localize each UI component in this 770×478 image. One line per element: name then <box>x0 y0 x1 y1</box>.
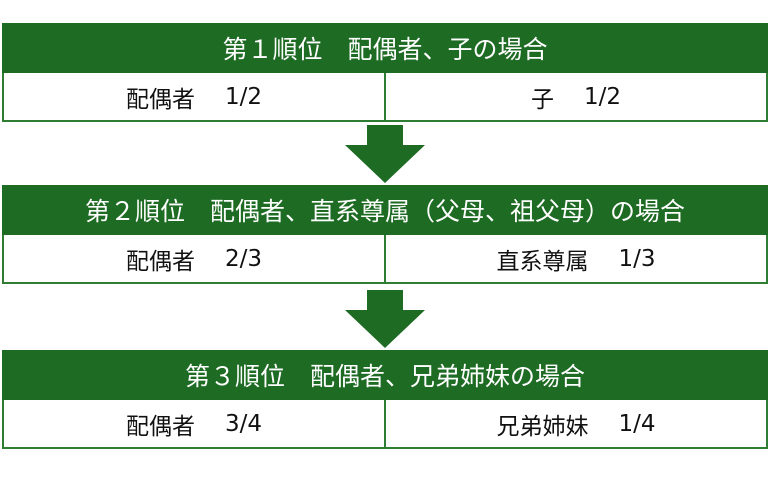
rank-3-shares-row: 配偶者 3/4 兄弟姉妹 1/4 <box>2 400 768 449</box>
rank-1-right-heir: 子 <box>530 86 554 113</box>
rank-2-right-share: 1/3 <box>618 245 656 272</box>
rank-1-right-cell: 子 1/2 <box>384 73 766 120</box>
rank-3-left-heir: 配偶者 <box>125 413 195 440</box>
rank-2-block: 第２順位 配偶者、直系尊属（父母、祖父母）の場合 配偶者 2/3 直系尊属 1/… <box>2 185 768 284</box>
rank-1-title: 第１順位 配偶者、子の場合 <box>2 23 768 73</box>
down-arrow-icon <box>345 125 425 183</box>
rank-1-left-cell: 配偶者 1/2 <box>4 73 384 120</box>
rank-1-shares-row: 配偶者 1/2 子 1/2 <box>2 73 768 122</box>
rank-3-block: 第３順位 配偶者、兄弟姉妹の場合 配偶者 3/4 兄弟姉妹 1/4 <box>2 350 768 449</box>
down-arrow-icon <box>345 290 425 348</box>
rank-1-block: 第１順位 配偶者、子の場合 配偶者 1/2 子 1/2 <box>2 23 768 122</box>
rank-3-title: 第３順位 配偶者、兄弟姉妹の場合 <box>2 350 768 400</box>
rank-2-left-heir: 配偶者 <box>125 248 195 275</box>
rank-1-left-heir: 配偶者 <box>125 86 195 113</box>
rank-2-left-share: 2/3 <box>224 245 262 272</box>
rank-3-left-cell: 配偶者 3/4 <box>4 400 384 447</box>
rank-2-title: 第２順位 配偶者、直系尊属（父母、祖父母）の場合 <box>2 185 768 235</box>
rank-1-right-share: 1/2 <box>583 83 621 110</box>
rank-3-left-share: 3/4 <box>224 410 262 437</box>
rank-2-right-heir: 直系尊属 <box>496 248 589 275</box>
rank-3-right-heir: 兄弟姉妹 <box>496 413 589 440</box>
rank-3-right-cell: 兄弟姉妹 1/4 <box>384 400 766 447</box>
rank-1-left-share: 1/2 <box>224 83 262 110</box>
rank-2-right-cell: 直系尊属 1/3 <box>384 235 766 282</box>
rank-2-shares-row: 配偶者 2/3 直系尊属 1/3 <box>2 235 768 284</box>
rank-2-left-cell: 配偶者 2/3 <box>4 235 384 282</box>
rank-3-right-share: 1/4 <box>618 410 656 437</box>
